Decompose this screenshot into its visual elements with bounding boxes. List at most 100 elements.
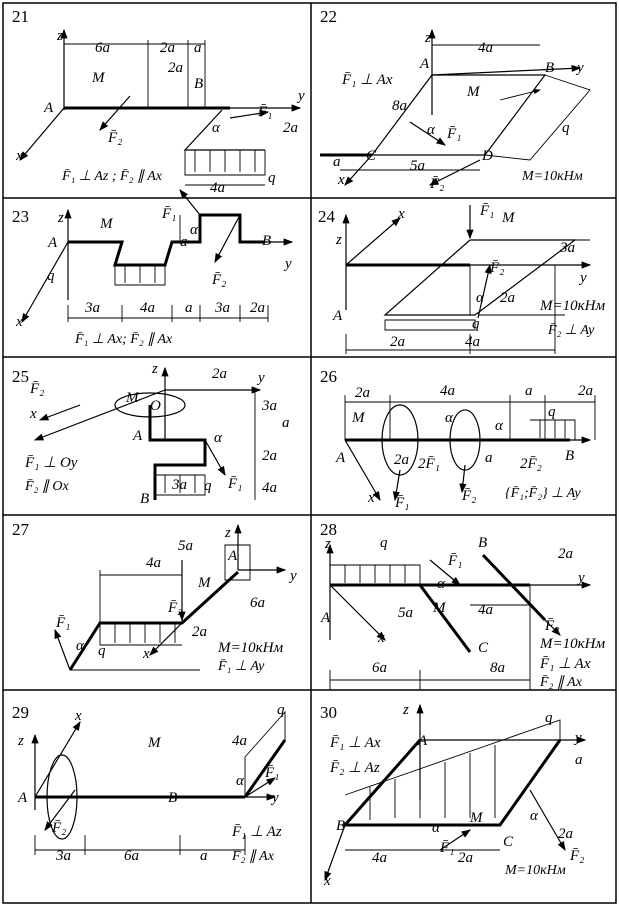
diagram-stroke bbox=[530, 419, 576, 440]
problem-number: 27 bbox=[12, 520, 30, 539]
diagram-stroke bbox=[449, 409, 481, 471]
diagram-label: q bbox=[548, 404, 556, 420]
diagram-label: 5a bbox=[178, 538, 193, 554]
diagram-stroke bbox=[344, 395, 596, 440]
problem-condition: F̄₂ ∥ Ox bbox=[24, 479, 70, 494]
problem-number: 22 bbox=[320, 7, 337, 26]
diagram-label: C bbox=[366, 148, 377, 164]
diagram-stroke bbox=[99, 95, 131, 131]
diagram-label: F̄₁ ⊥ Oy bbox=[24, 455, 78, 471]
diagram-stroke bbox=[439, 829, 471, 851]
diagram-label: 2a bbox=[355, 385, 370, 401]
diagram-label: x bbox=[15, 314, 23, 330]
diagram-label: q bbox=[472, 316, 480, 332]
diagram-label: M bbox=[469, 810, 484, 826]
diagram-stroke bbox=[409, 121, 447, 146]
diagram-stroke bbox=[183, 109, 265, 151]
diagram-label: A bbox=[43, 100, 54, 116]
diagram-label: q bbox=[98, 643, 106, 659]
diagram-label: q bbox=[277, 702, 285, 718]
diagram-label: M bbox=[125, 390, 140, 406]
diagram-stroke bbox=[330, 564, 421, 585]
diagram-stroke bbox=[224, 544, 251, 581]
diagram-label: x bbox=[15, 148, 23, 164]
diagram-label: a bbox=[185, 300, 193, 316]
diagram-label: M bbox=[91, 70, 106, 86]
diagram-stroke bbox=[114, 265, 166, 286]
diagram-stroke bbox=[149, 622, 183, 656]
diagram-label: α bbox=[236, 773, 245, 789]
diagram-label: 6a bbox=[372, 660, 387, 676]
diagram-label: x bbox=[397, 206, 405, 222]
problem-condition: F̄₂ ∥ Ax bbox=[231, 849, 275, 864]
diagram-label: 2a bbox=[558, 546, 573, 562]
diagram-label: a bbox=[485, 450, 493, 466]
diagram-label: a bbox=[525, 383, 533, 399]
diagram-stroke bbox=[184, 150, 266, 176]
diagram-label: 8a bbox=[490, 660, 505, 676]
problem-number: 21 bbox=[12, 7, 29, 26]
diagram-label: A bbox=[419, 56, 430, 72]
diagram-label: M bbox=[197, 575, 212, 591]
diagram-label: M bbox=[147, 735, 162, 751]
problem-condition: {F̄₁;F̄₂} ⊥ Ay bbox=[505, 486, 581, 501]
diagram-label: x bbox=[337, 172, 345, 188]
diagram-label: z bbox=[424, 30, 431, 46]
diagram-label: 4a bbox=[478, 40, 493, 56]
diagram-label: F̄₁ bbox=[447, 553, 462, 569]
problem-condition: F̄₁ ⊥ Az ; F̄₂ ∥ Ax bbox=[61, 169, 163, 184]
problem-number: 25 bbox=[12, 367, 29, 386]
diagram-label: A bbox=[227, 548, 238, 564]
diagram-stroke bbox=[529, 789, 566, 852]
diagram-label: F̄₁ bbox=[227, 476, 242, 492]
diagram-label: A bbox=[17, 790, 28, 806]
diagram-label: 2a bbox=[500, 290, 515, 306]
diagram-stroke bbox=[214, 214, 241, 264]
diagram-stroke bbox=[21, 241, 69, 324]
diagram-label: F̄₁ bbox=[446, 126, 461, 142]
diagram-label: 3a bbox=[214, 300, 230, 316]
diagram-label: 6a bbox=[250, 595, 265, 611]
diagram-label: 2a bbox=[192, 624, 207, 640]
diagram-label: z bbox=[224, 525, 231, 541]
diagram-label: B bbox=[168, 790, 177, 806]
diagram-label: 2a bbox=[390, 334, 405, 350]
diagram-label: 2a bbox=[578, 383, 593, 399]
problem-number: 23 bbox=[12, 207, 29, 226]
diagram-stroke bbox=[33, 389, 166, 441]
diagram-stroke bbox=[428, 159, 481, 186]
diagram-stroke bbox=[341, 739, 562, 827]
diagram-label: F̄₁ bbox=[394, 495, 409, 511]
diagram-label: 2a bbox=[168, 60, 183, 76]
diagram-label: y bbox=[575, 60, 584, 76]
diagram-label: F̄₂ bbox=[489, 260, 504, 276]
problem-condition: F̄₁ ⊥ Ax; F̄₂ ∥ Ax bbox=[74, 332, 173, 347]
diagram-stroke bbox=[38, 404, 81, 421]
diagram-label: q bbox=[380, 535, 388, 551]
diagram-stroke bbox=[244, 777, 277, 798]
diagram-label: F̄₂ bbox=[544, 618, 559, 634]
diagram-label: y bbox=[576, 570, 585, 586]
diagram-stroke bbox=[46, 754, 78, 840]
problem-condition: M=10кНм bbox=[521, 169, 583, 184]
diagram-stroke bbox=[148, 405, 207, 500]
diagram-label: y bbox=[578, 270, 587, 286]
diagram-label: 2a bbox=[558, 826, 573, 842]
diagram-label: F̄₁ bbox=[479, 203, 494, 219]
diagram-label: z bbox=[402, 702, 409, 718]
diagram-label: α bbox=[432, 820, 441, 836]
diagram-label: a bbox=[333, 154, 341, 170]
diagram-label: F̄₂ bbox=[107, 130, 122, 146]
diagram-label: z bbox=[17, 733, 24, 749]
diagram-label: B bbox=[194, 76, 203, 92]
diagram-label: A bbox=[335, 450, 346, 466]
problem-condition: F̄₁ ⊥ Ay bbox=[217, 659, 265, 674]
diagram-label: B bbox=[565, 448, 574, 464]
diagram-label: 2a bbox=[160, 40, 175, 56]
diagram-label: F̄₁ bbox=[439, 840, 454, 856]
